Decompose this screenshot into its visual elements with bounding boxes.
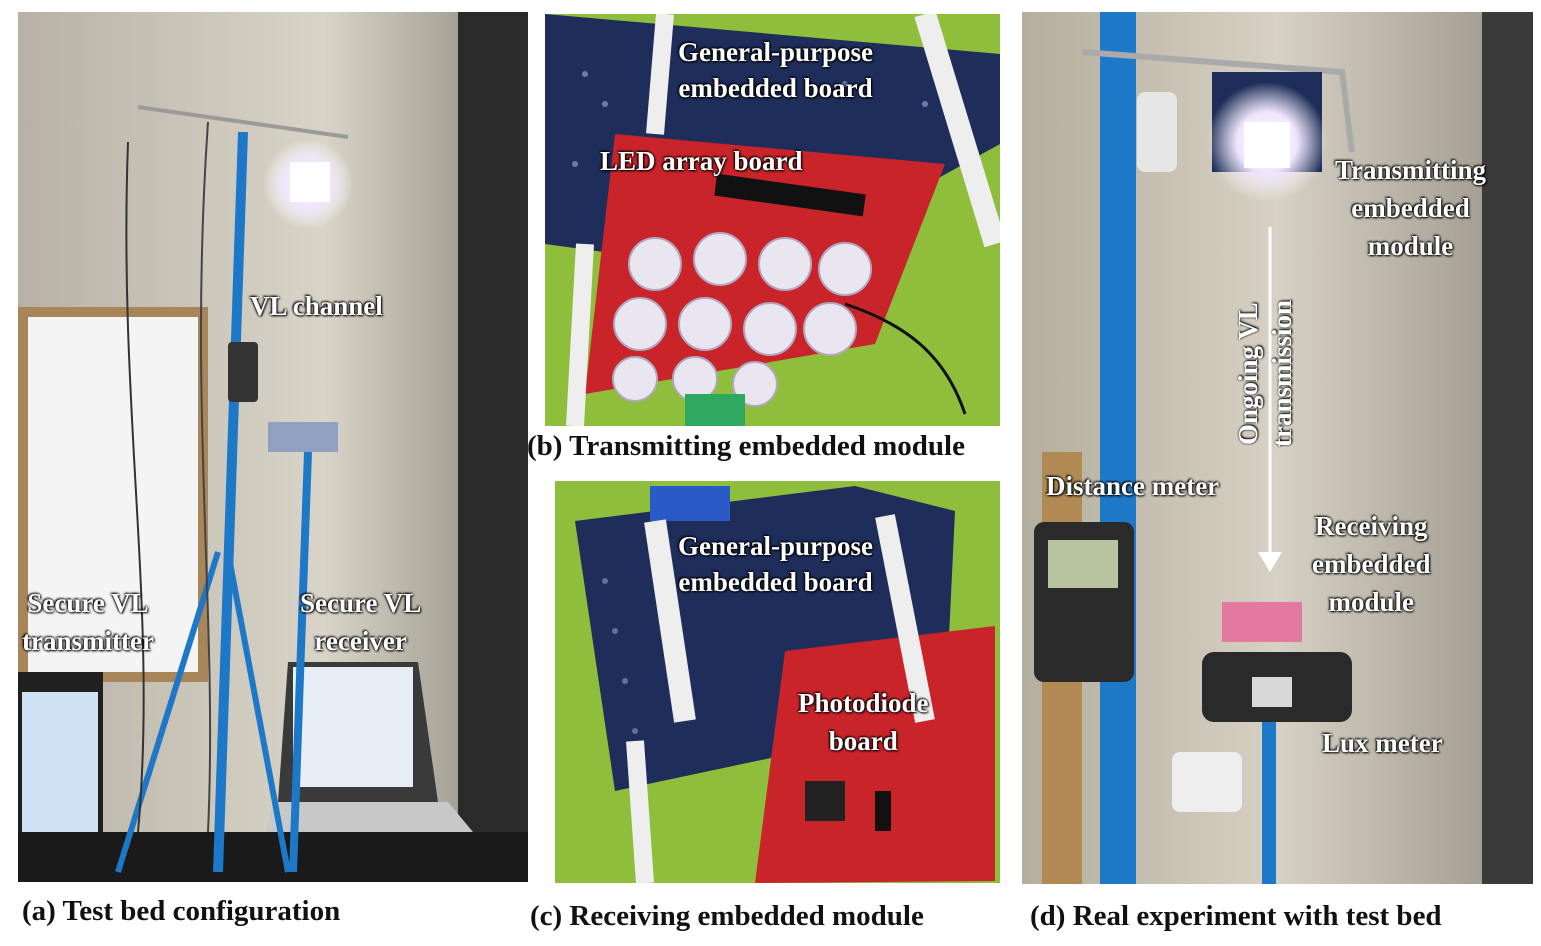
label-line: General-purpose [678, 531, 873, 561]
label-general-purpose-board-c: General-purpose embedded board [678, 528, 873, 601]
label-line: General-purpose [678, 37, 873, 67]
panel-c-photo [555, 481, 1000, 883]
label-line: Photodiode [798, 688, 929, 718]
panel-a-photo [18, 12, 528, 882]
label-line: Receiving [1315, 511, 1428, 541]
caption-panel-a: (a) Test bed configuration [22, 895, 341, 927]
label-line: Secure VL [27, 588, 149, 618]
label-transmitting-embedded-module: Transmitting embedded module [1335, 152, 1486, 265]
caption-panel-b: (b) Transmitting embedded module [527, 430, 965, 462]
label-secure-vl-transmitter: Secure VL transmitter [22, 585, 154, 661]
label-led-array-board: LED array board [600, 146, 803, 176]
label-line: embedded [1312, 548, 1431, 579]
label-line: Transmitting [1335, 155, 1487, 185]
label-secure-vl-receiver: Secure VL receiver [300, 585, 421, 661]
label-lux-meter: Lux meter [1322, 728, 1443, 758]
label-line: module [1367, 230, 1454, 261]
label-distance-meter: Distance meter [1046, 471, 1220, 501]
caption-panel-d: (d) Real experiment with test bed [1030, 900, 1442, 932]
label-line: embedded board [678, 567, 873, 598]
label-line: Ongoing VL [1233, 302, 1263, 445]
label-ongoing-vl-transmission: Ongoing VL transmission [1232, 300, 1300, 447]
label-line: embedded board [678, 73, 873, 104]
label-line: embedded [1351, 192, 1470, 223]
label-general-purpose-board-b: General-purpose embedded board [678, 34, 873, 107]
label-receiving-embedded-module: Receiving embedded module [1312, 508, 1431, 621]
label-line: transmitter [22, 625, 154, 656]
panel-d-photo [1022, 12, 1533, 884]
label-line: receiver [314, 625, 407, 656]
label-line: board [828, 725, 898, 756]
label-line: Secure VL [300, 588, 422, 618]
panel-b-photo [545, 14, 1000, 426]
caption-panel-c: (c) Receiving embedded module [530, 900, 924, 932]
label-vl-channel: VL channel [250, 291, 383, 321]
label-line: transmission [1266, 300, 1297, 448]
label-photodiode-board: Photodiode board [798, 685, 929, 761]
label-line: module [1328, 586, 1415, 617]
